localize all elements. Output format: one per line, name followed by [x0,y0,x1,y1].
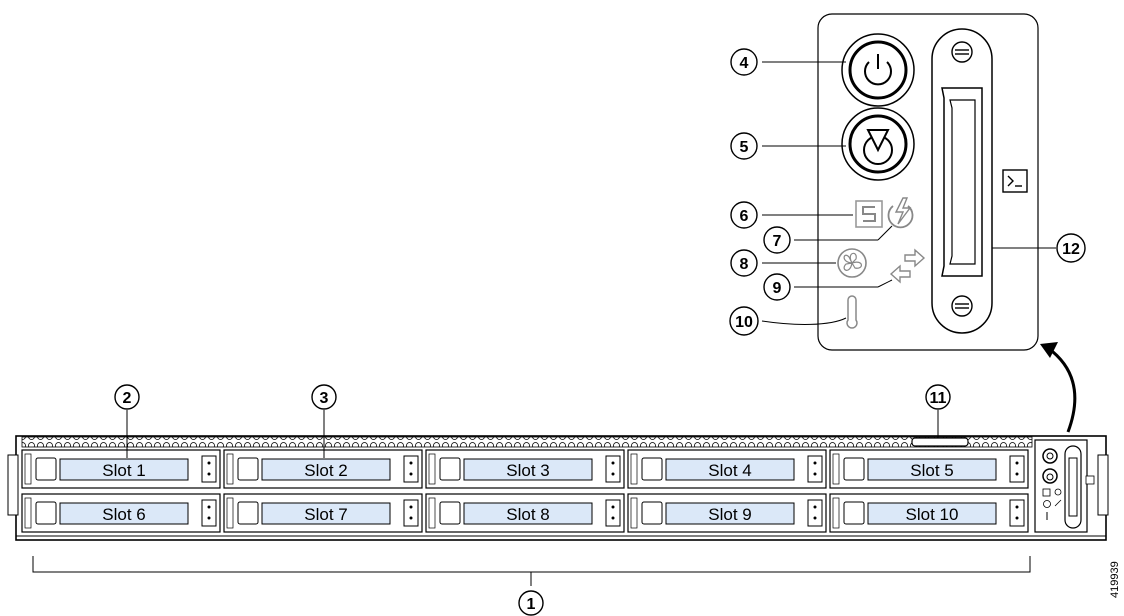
callout-11: 11 [925,384,951,410]
temperature-status-icon [846,295,858,329]
callout-6: 6 [730,201,758,229]
drive-slot-label-box [59,502,189,525]
drive-latch[interactable] [35,501,57,525]
drive-slot-label: Slot 1 [102,461,145,480]
drive-latch[interactable] [439,501,461,525]
network-link-icon [889,248,926,284]
drive-slot-label-box [463,502,593,525]
callout-3: 3 [311,384,337,410]
drive-slot-10[interactable]: Slot 10 [829,493,1029,533]
drive-status-leds [605,499,621,527]
fan-status-icon [837,248,867,278]
front-control-module [1034,439,1095,533]
drive-slot-label-box [665,458,795,481]
drive-status-leds [807,455,823,483]
drive-slot-label-box [463,458,593,481]
zoom-arrow [1047,346,1077,433]
svg-text:12: 12 [1062,241,1080,258]
drive-slot-label: Slot 2 [304,461,347,480]
drive-slot-2[interactable]: Slot 2 [223,449,423,489]
unit-id-button-icon [841,107,915,181]
system-status-led-icon [855,200,883,228]
callout-2: 2 [114,384,140,410]
console-icon [1002,169,1028,193]
drive-status-leds [1009,499,1025,527]
drive-slot-8[interactable]: Slot 8 [425,493,625,533]
callout-9: 9 [763,273,791,301]
power-supply-status-icon [887,197,914,229]
drive-status-leds [1009,455,1025,483]
kvm-connector [931,28,993,334]
drive-slot-4[interactable]: Slot 4 [627,449,827,489]
callout-10: 10 [729,306,759,336]
callout-12: 12 [1056,233,1086,263]
svg-text:10: 10 [735,314,753,331]
drive-latch[interactable] [641,501,663,525]
drive-slot-7[interactable]: Slot 7 [223,493,423,533]
drive-status-leds [807,499,823,527]
drive-latch[interactable] [641,457,663,481]
drive-status-leds [403,455,419,483]
drive-status-leds [605,455,621,483]
drive-latch[interactable] [843,501,865,525]
drive-slot-1[interactable]: Slot 1 [21,449,221,489]
drive-slot-9[interactable]: Slot 9 [627,493,827,533]
drive-latch[interactable] [35,457,57,481]
drive-slot-label-box [867,458,997,481]
drive-latch[interactable] [439,457,461,481]
figure-id: 419939 [1109,561,1121,598]
svg-text:5: 5 [740,139,749,156]
drive-slot-label-box [665,502,795,525]
svg-text:2: 2 [123,390,132,407]
callout-5: 5 [730,132,758,160]
callout-4: 4 [730,48,758,76]
pull-out-asset-tag [911,437,969,447]
drive-slot-label: Slot 4 [708,461,751,480]
drive-slot-label: Slot 6 [102,505,145,524]
drive-bay-bracket [32,556,1031,573]
drive-slot-label: Slot 10 [906,505,959,524]
svg-text:6: 6 [740,208,749,225]
drive-slot-3[interactable]: Slot 3 [425,449,625,489]
drive-slot-label-box [59,458,189,481]
drive-status-leds [201,455,217,483]
drive-latch[interactable] [843,457,865,481]
drive-status-leds [403,499,419,527]
drive-latch[interactable] [237,501,259,525]
zoom-arrow-head [1040,342,1058,358]
drive-slot-label: Slot 7 [304,505,347,524]
drive-slot-label: Slot 5 [910,461,953,480]
drive-status-leds [201,499,217,527]
vent-strip [21,436,1033,448]
callout-7: 7 [763,226,791,254]
drive-slot-6[interactable]: Slot 6 [21,493,221,533]
svg-text:1: 1 [527,596,536,613]
callout-8: 8 [730,249,758,277]
drive-slot-label-box [867,502,997,525]
drive-slot-label: Slot 3 [506,461,549,480]
callout-1: 1 [518,590,544,616]
power-button-icon [841,33,915,107]
svg-text:4: 4 [740,55,749,72]
callouts: 1 2 3 4 5 6 7 8 9 10 11 12 [114,48,1086,616]
drive-slot-5[interactable]: Slot 5 [829,449,1029,489]
svg-text:8: 8 [740,256,749,273]
svg-text:11: 11 [930,390,947,407]
drive-slot-label-box [261,458,391,481]
front-panel-detail [817,13,1039,351]
svg-text:9: 9 [773,280,782,297]
svg-text:7: 7 [773,233,782,250]
drive-bays: Slot 1 Slot 2 Slot 3 Slot 4 Slot 5 Slot 6 Slot… [21,449,1029,533]
svg-text:3: 3 [320,390,329,407]
drive-slot-label-box [261,502,391,525]
drive-slot-label: Slot 9 [708,505,751,524]
drive-latch[interactable] [237,457,259,481]
drive-slot-label: Slot 8 [506,505,549,524]
